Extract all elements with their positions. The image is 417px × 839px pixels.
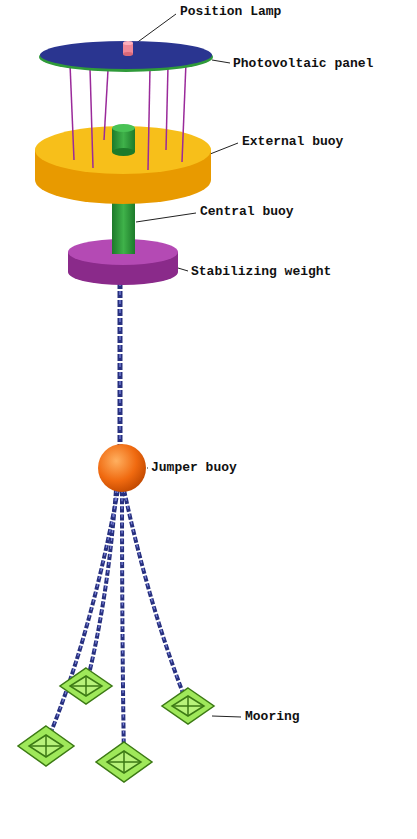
part-label: Photovoltaic panel	[233, 56, 373, 72]
position-lamp	[123, 41, 133, 56]
part-label: Position Lamp	[180, 4, 281, 20]
panel-support	[70, 62, 186, 170]
leader-lines	[135, 14, 241, 717]
photovoltaic-panel	[39, 41, 213, 72]
central-buoy-top	[112, 124, 135, 156]
part-label: Stabilizing weight	[191, 264, 331, 280]
part-label: Central buoy	[200, 204, 294, 220]
part-label: External buoy	[242, 134, 343, 150]
mooring-block	[18, 668, 214, 782]
mooring-chain	[46, 282, 188, 760]
external-buoy	[35, 126, 211, 204]
part-label: Jumper buoy	[151, 460, 237, 476]
part-label: Mooring	[245, 709, 300, 725]
jumper-buoy	[98, 444, 146, 492]
